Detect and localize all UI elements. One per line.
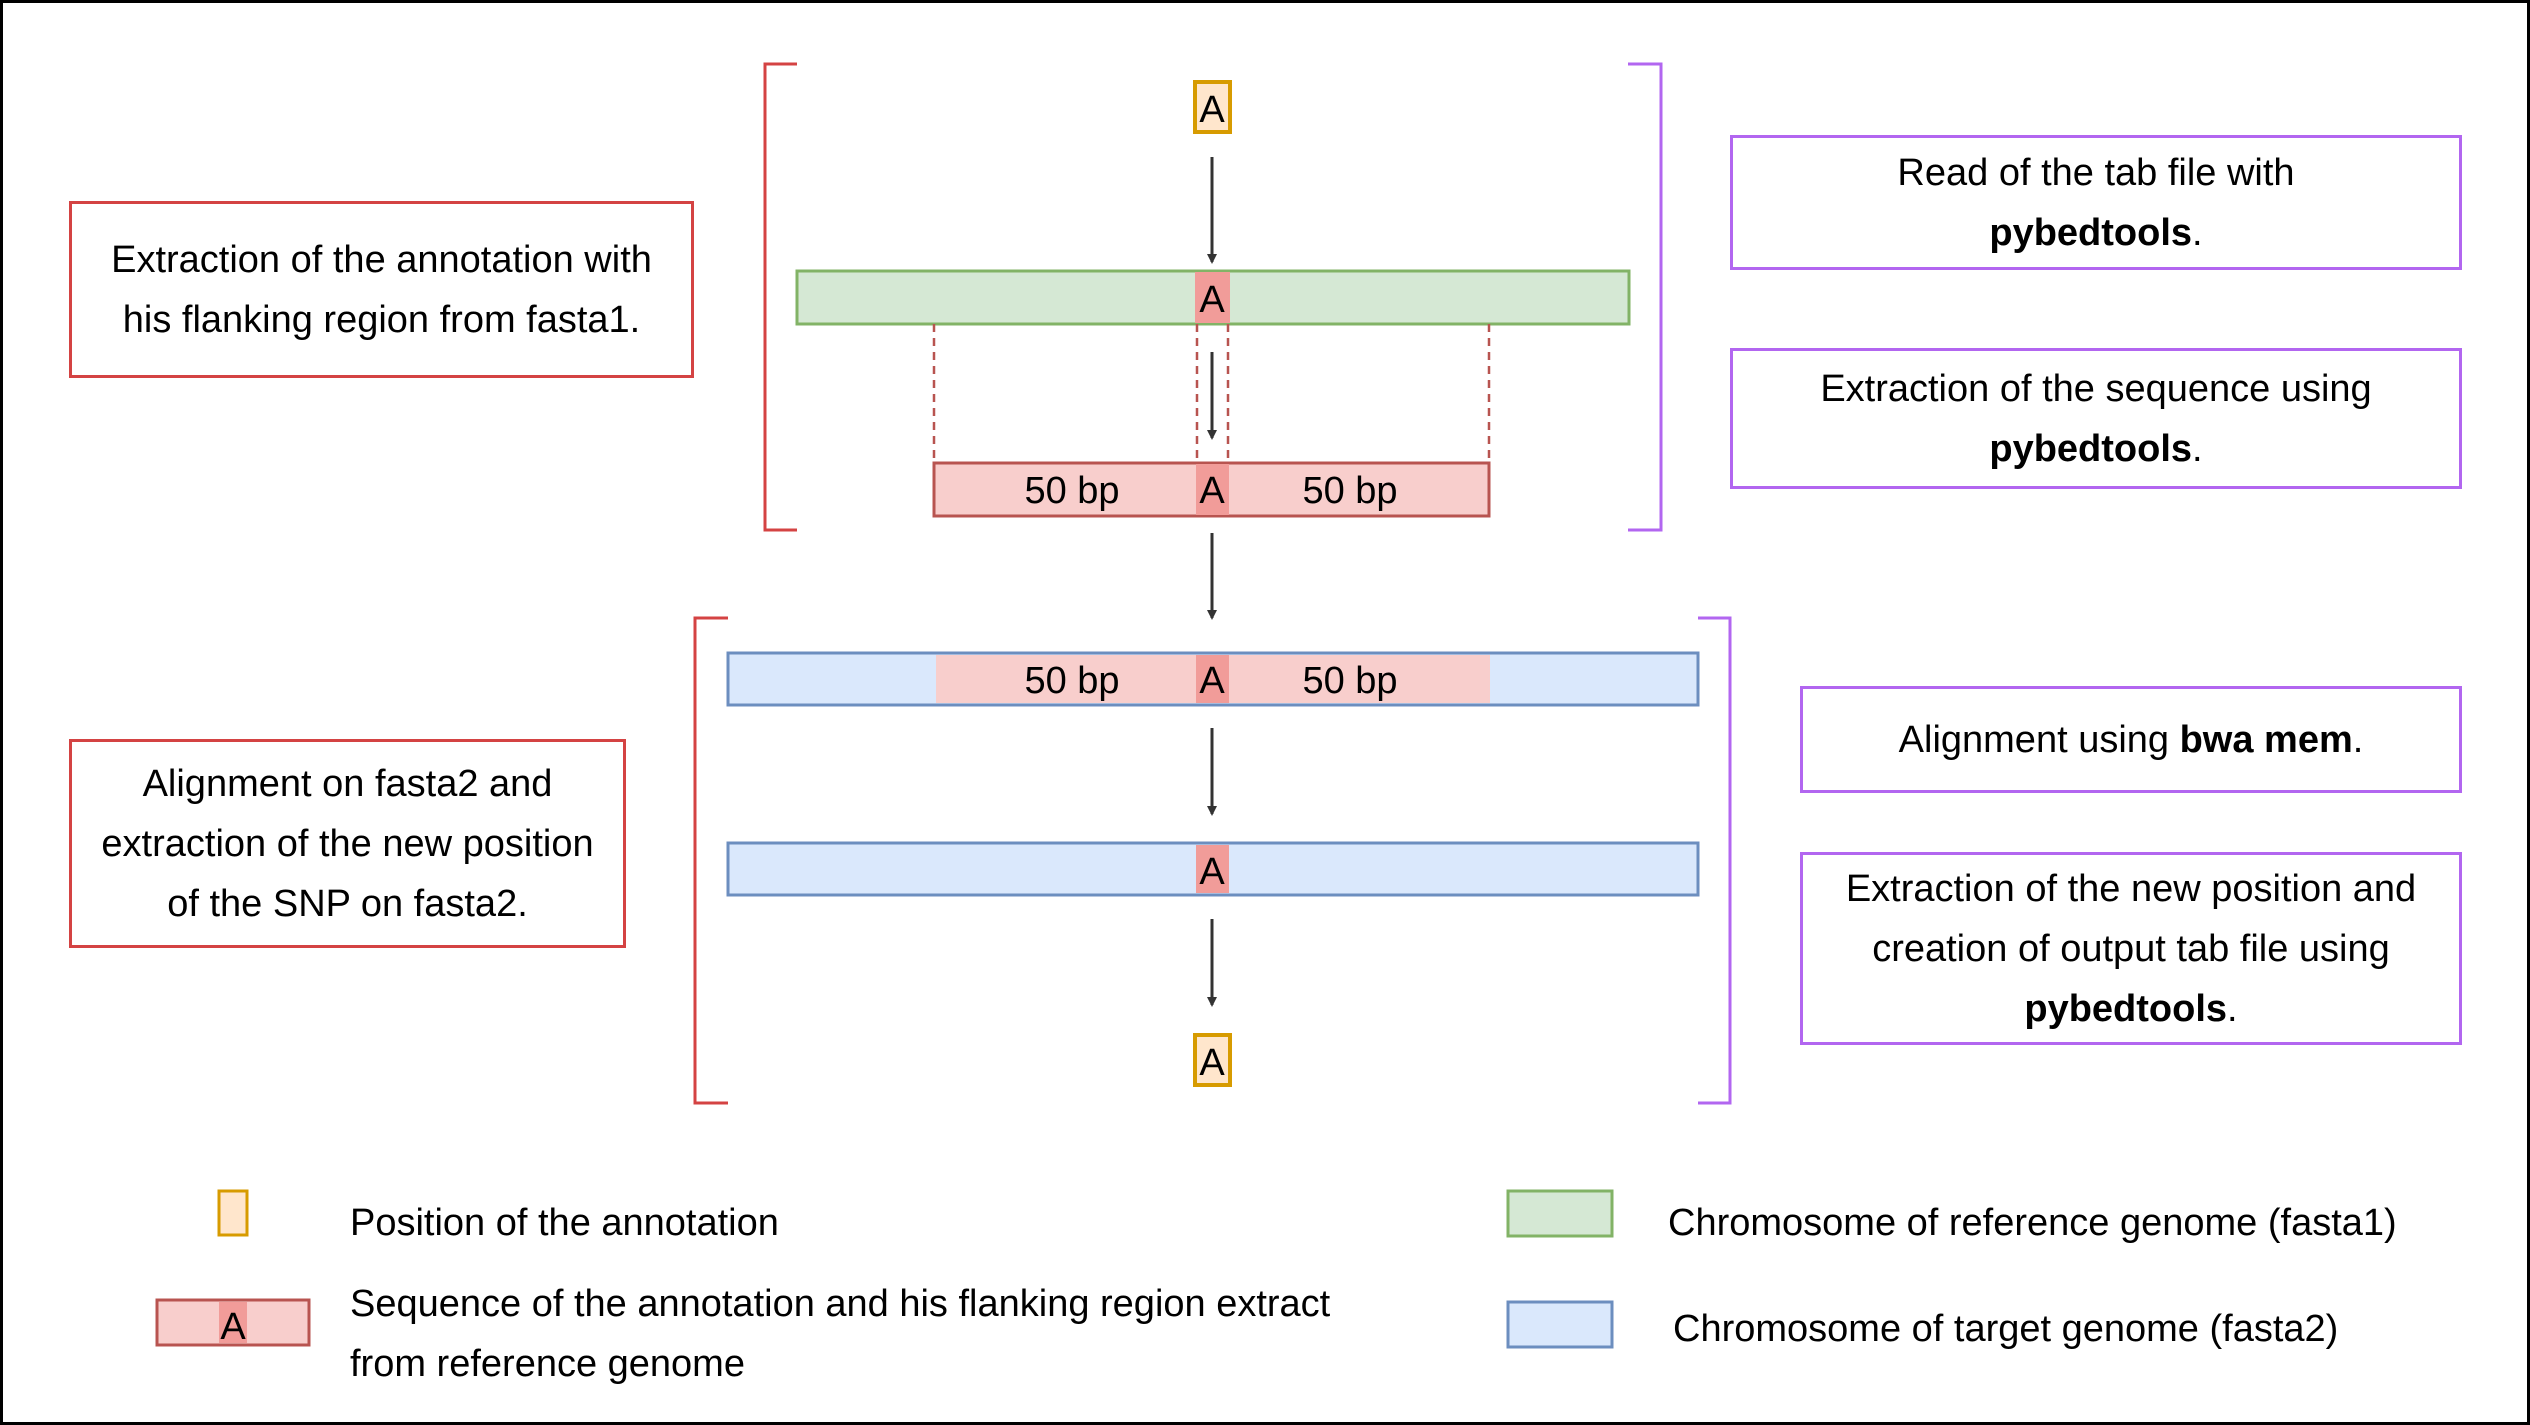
tool-extract-seq-suffix: .	[2192, 427, 2203, 470]
legend-chrom-target: Chromosome of target genome (fasta2)	[1673, 1308, 2339, 1350]
reference-chromosome: A	[795, 269, 1631, 326]
flank-right-label: 50 bp	[1302, 470, 1397, 512]
step-alignment-box: Alignment on fasta2 and extraction of th…	[69, 739, 626, 948]
flank-left-label: 50 bp	[1024, 470, 1119, 512]
snp-site	[1196, 464, 1229, 515]
bottom-left-bracket	[693, 616, 728, 1105]
step-extraction-text: Extraction of the annotation with his fl…	[111, 238, 652, 341]
top-left-bracket	[763, 62, 797, 532]
annotation-marker-top: A	[1193, 80, 1232, 134]
target-chromosome-aligned: 50 bp A 50 bp	[726, 651, 1700, 707]
tool-read-tab-line1: Read of the tab file with	[1897, 151, 2295, 194]
tool-read-tab-name: pybedtools	[1989, 211, 2193, 254]
step-alignment-line3: of the SNP on fasta2.	[167, 882, 528, 925]
step-alignment-line1: Alignment on fasta2 and	[142, 762, 553, 805]
target-chromosome-snp: A	[726, 841, 1700, 897]
tool-new-position-line1: Extraction of the new position and	[1845, 867, 2417, 910]
snp-site	[1196, 655, 1229, 703]
tool-align-prefix: Alignment using	[1898, 718, 2180, 761]
extracted-sequence: 50 bp A 50 bp	[932, 461, 1491, 518]
top-right-bracket	[1628, 62, 1663, 532]
flank-left-label: 50 bp	[1024, 660, 1119, 702]
snp-site	[1195, 272, 1230, 323]
legend-snp-letter: A	[220, 1306, 246, 1348]
tool-read-tab-suffix: .	[2192, 211, 2203, 254]
snp-letter: A	[1199, 279, 1225, 321]
annotation-letter: A	[1199, 1042, 1225, 1084]
tool-new-position-name: pybedtools	[2024, 987, 2228, 1030]
tool-extract-seq-box: Extraction of the sequence using pybedto…	[1730, 348, 2462, 489]
snp-letter: A	[1199, 660, 1225, 702]
bottom-right-bracket	[1698, 616, 1732, 1105]
snp-letter: A	[1199, 851, 1225, 893]
tool-new-position-line2: creation of output tab file using	[1872, 927, 2390, 970]
extraction-guides	[932, 324, 1491, 463]
legend-annotation-swatch	[217, 1189, 249, 1237]
tool-align-name: bwa mem	[2179, 718, 2353, 761]
legend-chrom-reference: Chromosome of reference genome (fasta1)	[1668, 1202, 2397, 1244]
step-alignment-line2: extraction of the new position	[101, 822, 594, 865]
annotation-marker-bottom: A	[1193, 1033, 1232, 1087]
tool-new-position-suffix: .	[2227, 987, 2238, 1030]
annotation-letter: A	[1199, 89, 1225, 131]
tool-align-box: Alignment using bwa mem.	[1800, 686, 2462, 793]
legend-reference-swatch	[1506, 1189, 1614, 1238]
tool-read-tab-box: Read of the tab file with pybedtools.	[1730, 135, 2462, 270]
tool-align-suffix: .	[2352, 718, 2364, 761]
flank-right-label: 50 bp	[1302, 660, 1397, 702]
tool-extract-seq-name: pybedtools	[1989, 427, 2193, 470]
snp-letter: A	[1199, 470, 1225, 512]
legend-sequence-line2: from reference genome	[350, 1343, 745, 1385]
legend-sequence-line1: Sequence of the annotation and his flank…	[350, 1283, 1331, 1325]
tool-extract-seq-line1: Extraction of the sequence using	[1820, 367, 2372, 410]
step-extraction-box: Extraction of the annotation with his fl…	[69, 201, 694, 378]
legend-position-annotation: Position of the annotation	[350, 1202, 779, 1244]
snp-site	[1196, 845, 1229, 893]
legend-sequence-swatch: A	[155, 1298, 311, 1348]
legend-target-swatch	[1506, 1300, 1614, 1349]
tool-new-position-box: Extraction of the new position and creat…	[1800, 852, 2462, 1045]
